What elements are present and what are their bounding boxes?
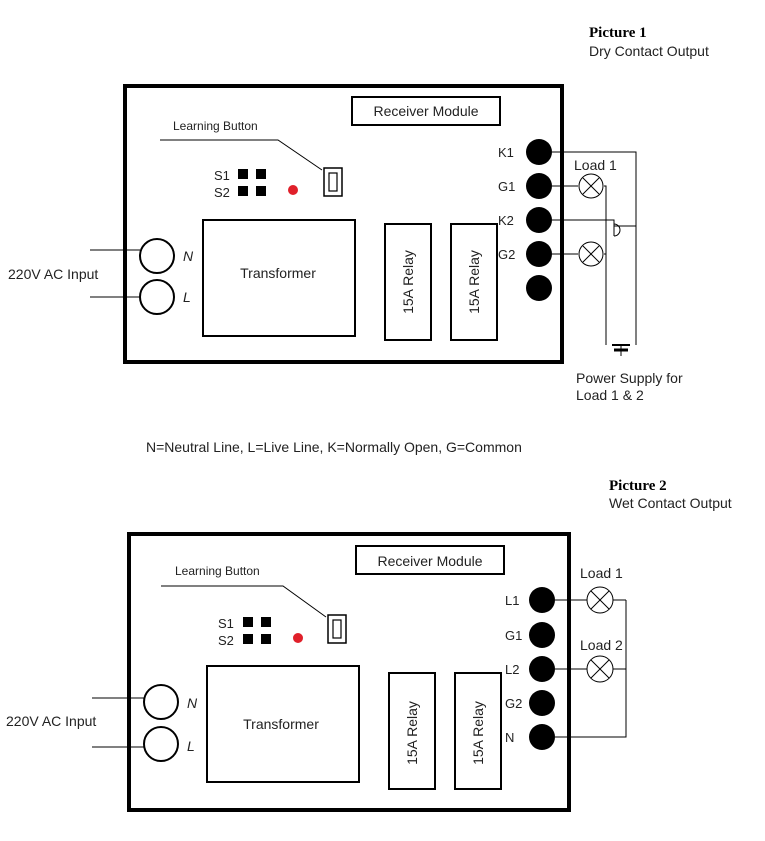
terminal-g2 [526,241,552,267]
load-1-label-2: Load 1 [580,565,623,581]
lamp-2-2 [586,655,614,683]
picture-1-subtitle: Dry Contact Output [589,43,709,59]
transformer-label: Transformer [240,265,316,281]
picture-1-title: Picture 1 [589,25,647,41]
learning-button-inner [328,172,338,192]
terminal-l1 [529,587,555,613]
input-label-2: 220V AC Input [6,713,96,729]
picture-2: Picture 2 Wet Contact Output Receiver Mo… [6,478,732,812]
terminal-l1-label: L1 [505,593,519,608]
input-terminal-l [139,279,175,315]
power-supply-label-2: Load 1 & 2 [576,387,644,403]
board-outline [123,84,564,364]
load-1-label: Load 1 [574,157,617,173]
learning-button [323,167,343,197]
relay-1-label-2: 15A Relay [404,701,420,765]
relay-2-label: 15A Relay [466,250,482,314]
output-terminals-2: L1 G1 L2 G2 N [505,587,555,750]
terminal-g1 [526,173,552,199]
terminal-g2-2 [529,690,555,716]
learning-button-leader-2 [161,585,327,618]
terminal-k2 [526,207,552,233]
terminal-k2-label: K2 [498,213,514,228]
input-n-label: N [183,248,194,264]
input-l-label-2: L [187,738,195,754]
receiver-module-label-2: Receiver Module [377,553,482,569]
terminal-l2-label: L2 [505,662,519,677]
relay-1-label: 15A Relay [400,250,416,314]
receiver-module-box [351,96,501,126]
s1-label-2: S1 [218,616,234,631]
transformer-box [202,219,356,337]
transformer-box-2 [206,665,360,783]
terminal-n [529,724,555,750]
power-supply-symbol [612,344,630,356]
board-outline-2 [127,532,571,812]
learning-button-2 [327,614,347,644]
relay-1-box [384,223,432,341]
picture-2-subtitle: Wet Contact Output [609,495,732,511]
terminal-g1-2 [529,622,555,648]
status-led [288,185,298,195]
terminal-g1-label: G1 [498,179,515,194]
terminal-g1-label-2: G1 [505,628,522,643]
terminal-k1-label: K1 [498,145,514,160]
learning-button-label: Learning Button [173,119,258,133]
learning-button-inner-2 [332,619,342,639]
load-2-label-2: Load 2 [580,637,623,653]
input-l-label: L [183,289,191,305]
picture-1: Picture 1 Dry Contact Output Receiver Mo… [8,25,709,403]
relay-2-box [450,223,498,341]
terminal-k1 [526,139,552,165]
status-led-2 [293,633,303,643]
lamp-1 [578,173,604,199]
jumper-pads [238,169,266,196]
receiver-module-box-2 [355,545,505,575]
terminal-unused [526,275,552,301]
lamp-2 [578,241,604,267]
external-wiring-2 [555,599,627,738]
external-wiring-1 [552,151,637,345]
input-n-label-2: N [187,695,198,711]
input-terminal-n-2 [143,684,179,720]
learning-button-leader [160,139,323,171]
terminal-l2 [529,656,555,682]
input-terminal-l-2 [143,726,179,762]
jumper-pads-2 [243,617,271,644]
s2-label: S2 [214,185,230,200]
s1-label: S1 [214,168,230,183]
learning-button-label-2: Learning Button [175,564,260,578]
relay-2-box-2 [454,672,502,790]
output-terminals: K1 G1 K2 G2 [498,139,552,301]
transformer-label-2: Transformer [243,716,319,732]
relay-2-label-2: 15A Relay [470,701,486,765]
picture-2-title: Picture 2 [609,478,667,494]
power-supply-label-1: Power Supply for [576,370,683,386]
terminal-n-label: N [505,730,514,745]
terminal-g2-label-2: G2 [505,696,522,711]
legend-text: N=Neutral Line, L=Live Line, K=Normally … [146,439,522,455]
input-label: 220V AC Input [8,266,98,282]
lamp-1-2 [586,586,614,614]
receiver-module-label: Receiver Module [373,103,478,119]
s2-label-2: S2 [218,633,234,648]
input-terminal-n [139,238,175,274]
terminal-g2-label: G2 [498,247,515,262]
relay-1-box-2 [388,672,436,790]
